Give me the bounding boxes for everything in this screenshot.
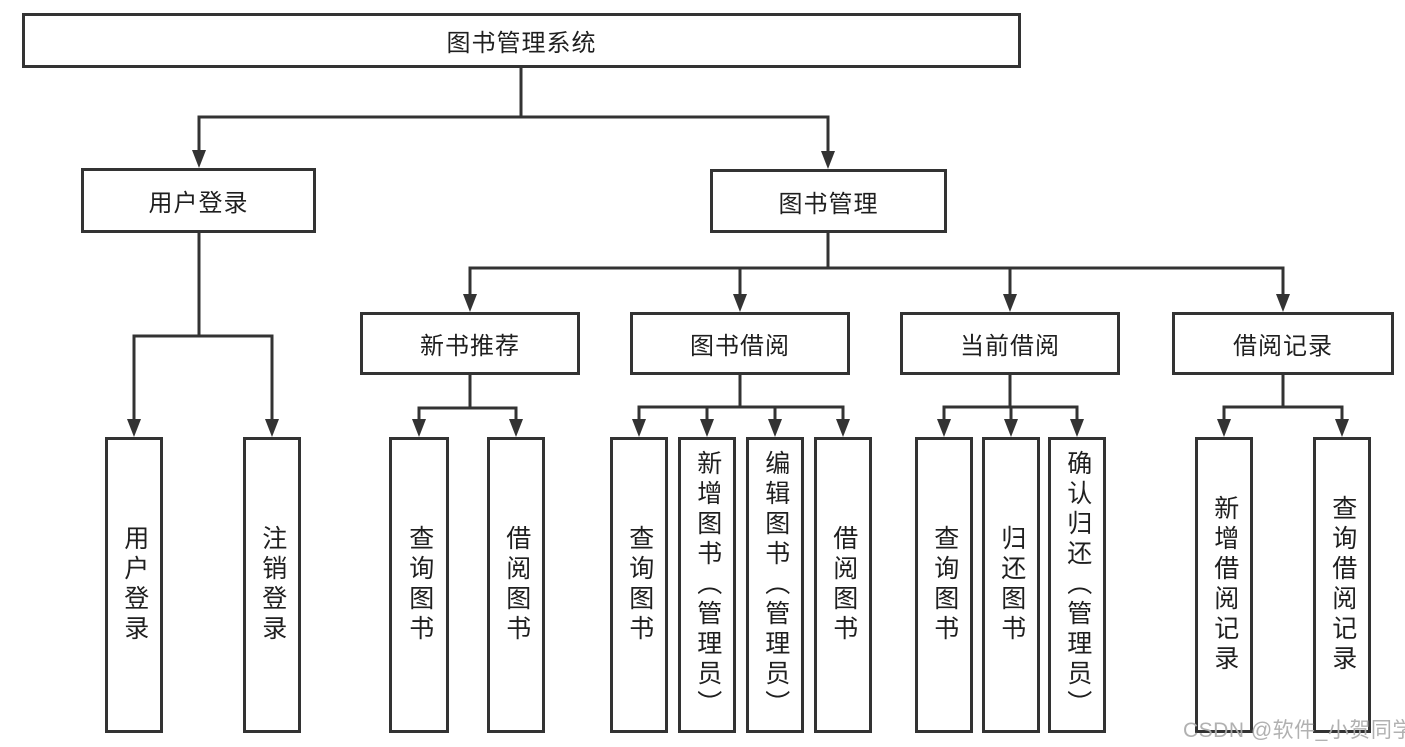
leaf-confirm-return-admin: 确认归还（管理员） xyxy=(1048,437,1106,733)
leaf-edit-books-admin: 编辑图书（管理员） xyxy=(746,437,804,733)
leaf-logout: 注销登录 xyxy=(243,437,301,733)
leaf-borrow-books-recommend: 借阅图书 xyxy=(487,437,545,733)
arrowheads xyxy=(127,150,1349,437)
node-book-borrowing: 图书借阅 xyxy=(630,312,850,375)
node-current-borrowing: 当前借阅 xyxy=(900,312,1120,375)
leaf-add-books-admin: 新增图书（管理员） xyxy=(678,437,736,733)
leaf-query-books-borrow: 查询图书 xyxy=(610,437,668,733)
leaf-add-borrow-record: 新增借阅记录 xyxy=(1195,437,1253,733)
leaf-query-borrow-record: 查询借阅记录 xyxy=(1313,437,1371,733)
tree-edges xyxy=(132,68,1344,421)
csdn-watermark: CSDN @软件_小贺同学 xyxy=(1183,719,1405,742)
leaf-borrow-books: 借阅图书 xyxy=(814,437,872,733)
leaf-query-books-recommend: 查询图书 xyxy=(389,437,449,733)
node-user-login: 用户登录 xyxy=(81,168,316,233)
node-new-book-recommendation: 新书推荐 xyxy=(360,312,580,375)
leaf-user-login: 用户登录 xyxy=(105,437,163,733)
node-borrowing-records: 借阅记录 xyxy=(1172,312,1394,375)
node-library-management-system: 图书管理系统 xyxy=(22,13,1021,68)
node-book-management: 图书管理 xyxy=(710,169,947,233)
leaf-return-books: 归还图书 xyxy=(982,437,1040,733)
leaf-query-books-current: 查询图书 xyxy=(915,437,973,733)
